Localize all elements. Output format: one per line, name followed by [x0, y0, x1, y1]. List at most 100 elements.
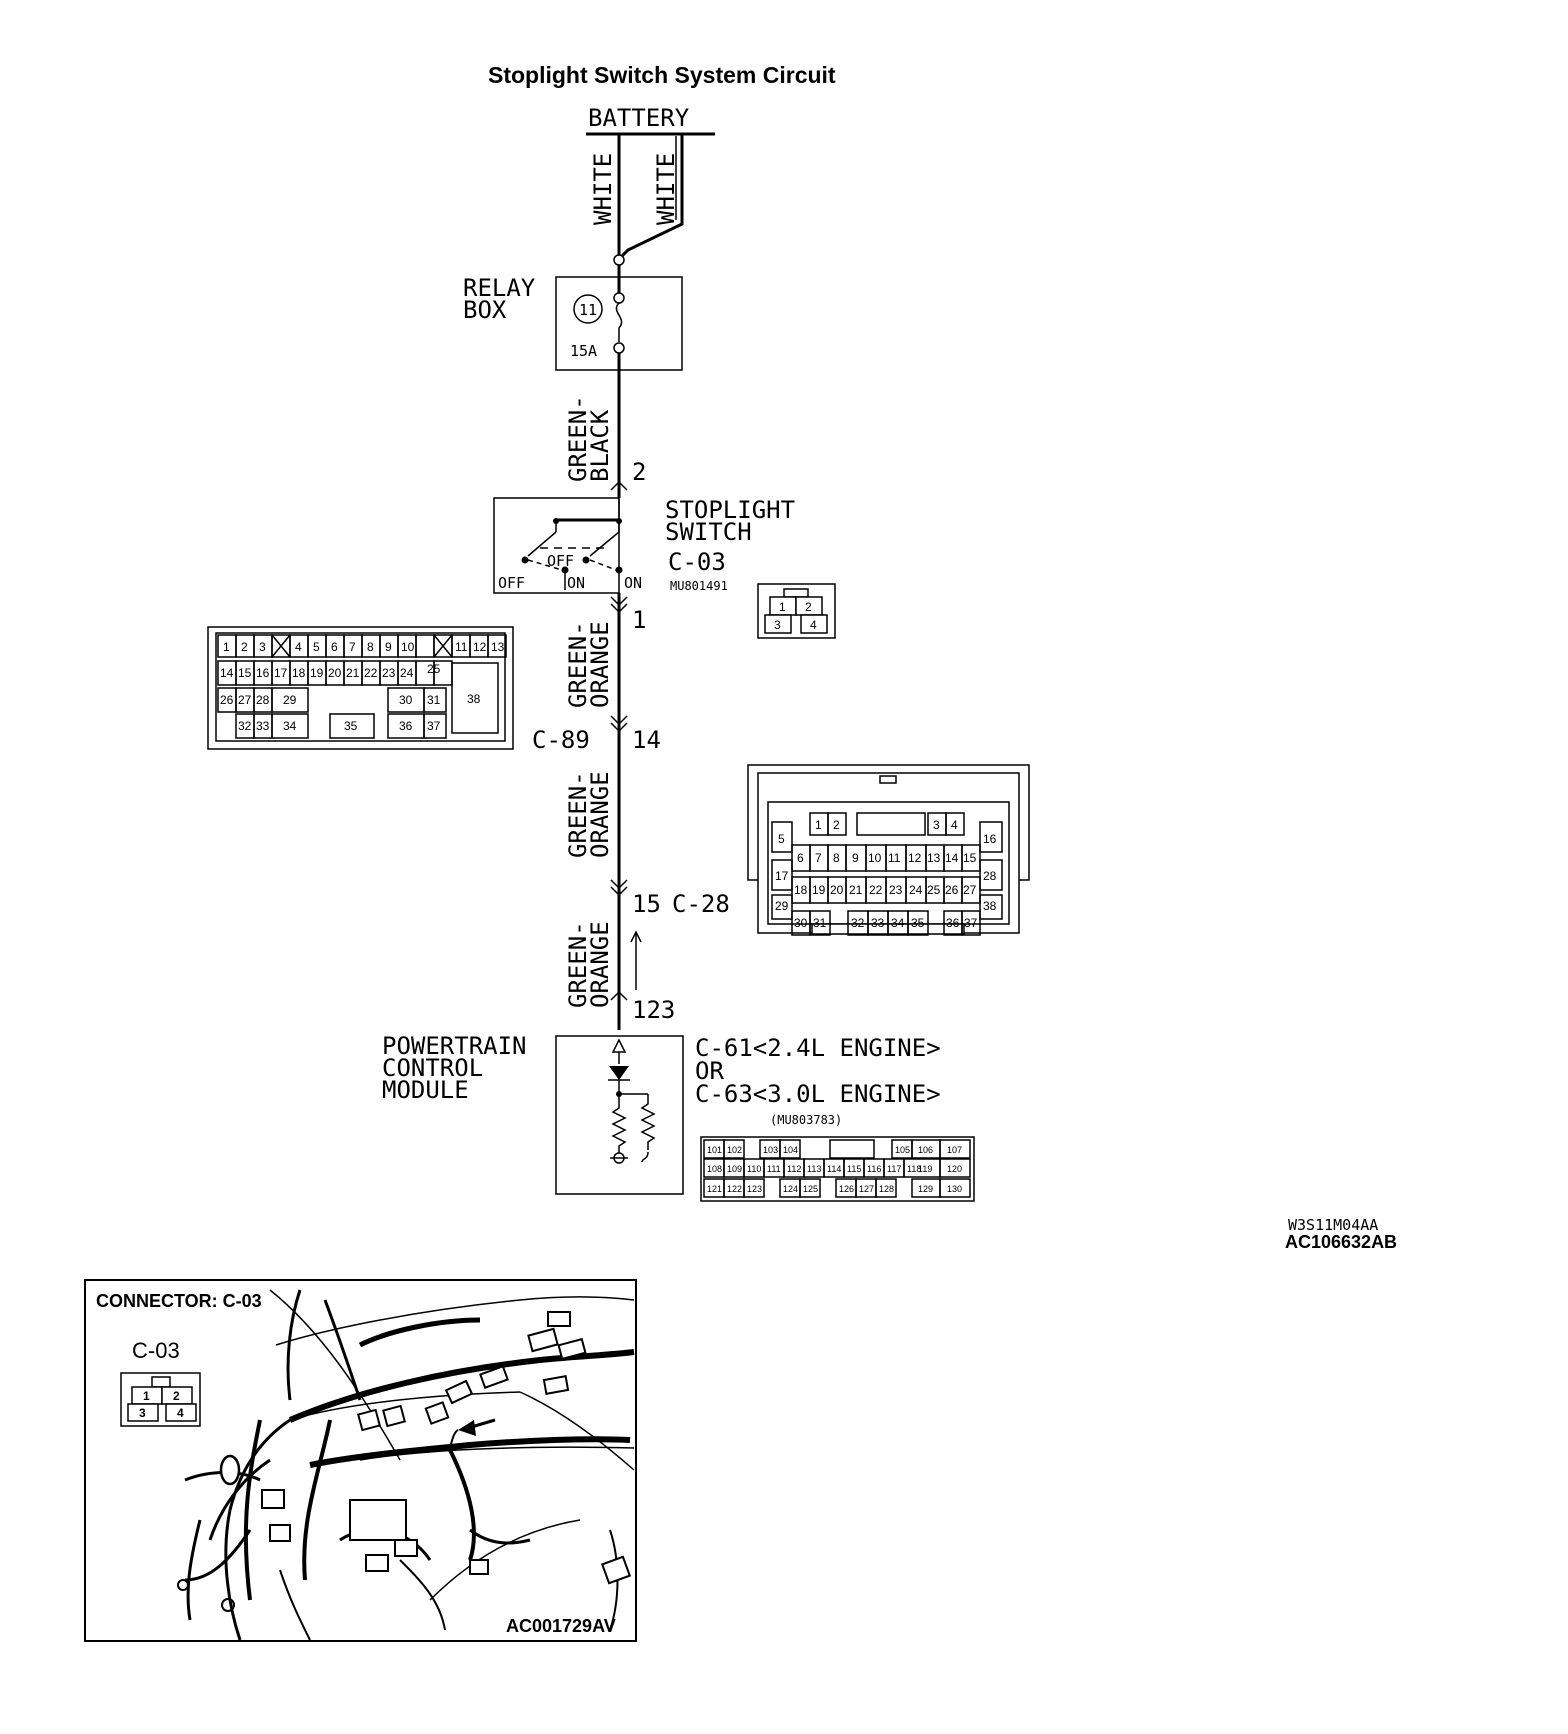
c89-pin-23: 23: [382, 666, 396, 680]
wire-label-green-orange-1b: ORANGE: [586, 621, 614, 708]
c03-pin-2: 2: [805, 600, 812, 614]
relay-box-label-2: BOX: [463, 296, 507, 324]
c28-pin-33: 33: [871, 916, 885, 930]
switch-label-off-left: OFF: [498, 574, 525, 592]
inset-c03-label: C-03: [132, 1338, 180, 1363]
pcm-pin-121: 121: [707, 1184, 722, 1194]
stoplight-switch-label-1: STOPLIGHT: [665, 496, 795, 524]
connector-mark-1: [610, 596, 628, 607]
c03-pin-3: 3: [774, 618, 781, 632]
pcm-pin-108: 108: [707, 1164, 722, 1174]
pcm-diode: [609, 1066, 629, 1080]
c89-pin-2: 2: [241, 640, 248, 654]
c89-pin-35: 35: [344, 719, 358, 733]
stoplight-switch-part-number: MU801491: [670, 579, 728, 593]
pcm-connector-a: C-61<2.4L ENGINE>: [695, 1034, 941, 1062]
switch-dash-right: [589, 559, 617, 571]
c89-pin-6: 6: [331, 640, 338, 654]
pcm-part-number: (MU803783): [770, 1113, 842, 1127]
c28-pin-3: 3: [933, 818, 940, 832]
c28-pin-37: 37: [964, 916, 978, 930]
relay-box-label-1: RELAY: [463, 274, 536, 302]
c28-pin-10: 10: [868, 851, 882, 865]
wire-label-green-orange-1a: GREEN-: [564, 621, 592, 708]
c89-connector-face: 1 2 3 4 5 6 7 8 9 10 11 12 13 14 15 16 1…: [207, 626, 514, 750]
pcm-connector-b: C-63<3.0L ENGINE>: [695, 1080, 941, 1108]
switch-label-on-right: ON: [624, 574, 642, 592]
c28-pin-25: 25: [927, 883, 941, 897]
pcm-label-3: MODULE: [382, 1076, 469, 1104]
c89-pin-37: 37: [427, 719, 441, 733]
pcm-pin-105: 105: [895, 1145, 910, 1155]
pcm-pin-115: 115: [847, 1164, 861, 1174]
c89-pin-14: 14: [220, 666, 234, 680]
c28-pin-30: 30: [794, 916, 808, 930]
reference-code-1: W3S11M04AA: [1288, 1216, 1378, 1234]
c28-pin-2: 2: [833, 818, 840, 832]
battery-label: BATTERY: [588, 104, 690, 132]
fuse-terminal-bottom: [613, 342, 625, 354]
pcm-pin-103: 103: [763, 1145, 778, 1155]
c89-pin-16: 16: [256, 666, 270, 680]
harness-illustration: [177, 1289, 635, 1641]
pcm-pin-124: 124: [783, 1184, 798, 1194]
switch-contact-right-top: [616, 518, 622, 524]
c28-pin-31: 31: [813, 916, 827, 930]
c28-pin-21: 21: [849, 883, 863, 897]
reference-code-3: AC001729AV: [506, 1616, 616, 1636]
c03-connector-latch: [783, 588, 809, 598]
pcm-pin-117: 117: [887, 1164, 901, 1174]
pin-label-1: 1: [632, 606, 646, 634]
c89-pin-27: 27: [238, 693, 252, 707]
fuse-symbol: [615, 302, 623, 342]
c28-label: C-28: [672, 890, 730, 918]
pcm-pin-126: 126: [839, 1184, 854, 1194]
switch-blade-left: [527, 531, 557, 557]
pcm-pin-109: 109: [727, 1164, 742, 1174]
c89-pin-25: 25: [427, 662, 441, 676]
pcm-pin-113: 113: [807, 1164, 821, 1174]
c28-pin-36: 36: [946, 916, 960, 930]
c28-pin-29: 29: [775, 899, 789, 913]
inset-c03-pin-1: 1: [143, 1389, 150, 1403]
fuse-number-circle: [573, 294, 603, 324]
pcm-resistor-left: [611, 1094, 627, 1154]
pcm-connector-or: OR: [695, 1057, 724, 1085]
inset-c03-pin-4: 4: [177, 1406, 184, 1420]
pcm-pin-101: 101: [707, 1145, 722, 1155]
c89-pin-4: 4: [295, 640, 302, 654]
pcm-pin-120: 120: [947, 1164, 962, 1174]
pcm-pin-122: 122: [727, 1184, 742, 1194]
c89-pin-34: 34: [283, 719, 297, 733]
c28-pin-14: 14: [945, 851, 959, 865]
c28-pin-15: 15: [963, 851, 977, 865]
connector-mark-1b: [610, 603, 628, 614]
wire-label-white-2: WHITE: [652, 153, 680, 225]
switch-contact-on-right: [615, 566, 623, 574]
connector-mark-123: [610, 990, 628, 1001]
c89-pin-20: 20: [328, 666, 342, 680]
stoplight-switch-label-2: SWITCH: [665, 518, 752, 546]
pcm-pin-119: 119: [918, 1164, 932, 1174]
signal-arrow-head: [630, 930, 642, 943]
c89-pin-38: 38: [467, 692, 481, 706]
c89-pin-17: 17: [274, 666, 288, 680]
c28-pin-17: 17: [775, 869, 789, 883]
c89-pin-11: 11: [455, 640, 468, 654]
c28-pin-16: 16: [983, 832, 997, 846]
c89-pin-29: 29: [283, 693, 297, 707]
fuse-number: 11: [579, 301, 597, 319]
c89-pin-12: 12: [473, 640, 487, 654]
pin-label-123: 123: [632, 996, 675, 1024]
inset-c03-connector: 1 2 3 4: [120, 1372, 201, 1427]
c89-pin-18: 18: [292, 666, 306, 680]
c28-pin-11: 11: [888, 851, 901, 865]
pcm-pin-116: 116: [867, 1164, 881, 1174]
switch-dash-left: [527, 559, 563, 571]
switch-contact-off-mid: [582, 556, 590, 564]
c28-pin-9: 9: [852, 851, 859, 865]
pcm-pin-112: 112: [787, 1164, 801, 1174]
connector-mark-15b: [610, 886, 628, 897]
c89-pin-13: 13: [491, 640, 505, 654]
c28-pin-6: 6: [797, 851, 804, 865]
